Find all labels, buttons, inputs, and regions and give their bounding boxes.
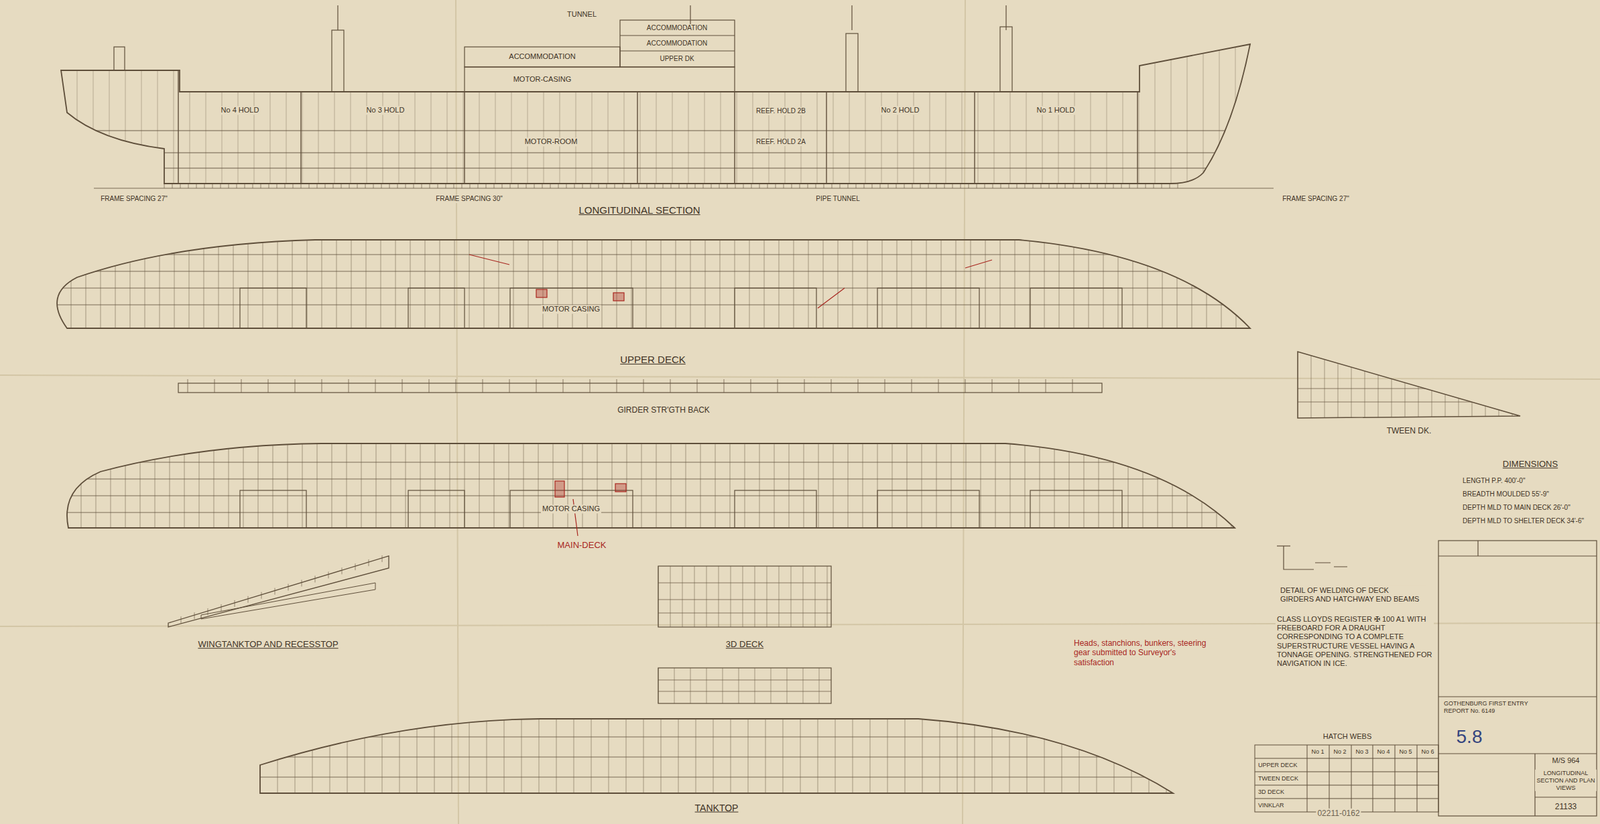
drawing-label: VINKLAR: [1256, 802, 1286, 810]
drawing-label: DEPTH MLD TO SHELTER DECK 34'-6": [1461, 517, 1586, 526]
longitudinal-lines: [658, 583, 832, 614]
drawing-label: MOTOR CASING: [540, 304, 602, 314]
drawing-label: LENGTH P.P. 400'-0": [1461, 477, 1527, 486]
drawing-label: TWEEN DK.: [1385, 426, 1434, 436]
detail-plans: [168, 348, 1522, 704]
drawing-label: MOTOR-CASING: [512, 75, 574, 84]
hatch-webs-table: [1254, 745, 1439, 813]
girder-strip: [178, 383, 1102, 393]
drawing-label: ACCOMMODATION: [645, 24, 709, 33]
drawing-label: TANKTOP: [693, 803, 741, 815]
longitudinal-lines: [1293, 388, 1522, 403]
third-deck-plan: [658, 566, 832, 704]
drawing-label: UPPER DECK: [1256, 762, 1300, 770]
drawing-label: Heads, stanchions, bunkers, steering gea…: [1072, 638, 1220, 668]
drawing-label: TWEEN DECK: [1256, 775, 1300, 783]
drawing-label: FRAME SPACING 27": [99, 195, 169, 204]
drawing-label: HATCH WEBS: [1321, 732, 1374, 742]
kingposts: [113, 26, 1013, 92]
frame-lines: [658, 668, 820, 704]
drawing-label: ACCOMMODATION: [645, 39, 709, 48]
drawing-label: No 3 HOLD: [365, 105, 407, 115]
drawing-label: 3D DECK: [724, 639, 765, 651]
longitudinal-lines: [658, 680, 832, 692]
drawing-label: MOTOR-ROOM: [523, 137, 580, 147]
hull-outline: [60, 44, 1251, 184]
wingtank-ticks: [180, 555, 383, 624]
bulkheads: [178, 40, 1138, 188]
drawing-label: LONGITUDINAL SECTION AND PLAN VIEWS: [1534, 770, 1597, 792]
red-annotation-line: [469, 254, 993, 309]
drawing-label: No 5: [1397, 748, 1413, 757]
drawing-label: ACCOMMODATION: [507, 52, 577, 61]
upper-deck-plan: [40, 234, 1254, 332]
drawing-label: TUNNEL: [565, 10, 598, 19]
superstructure: [464, 20, 735, 92]
main-deck-plan: [53, 439, 1241, 537]
drawing-label: DEPTH MLD TO MAIN DECK 26'-0": [1461, 504, 1572, 513]
tanktop-outline: [260, 719, 1174, 794]
drawing-label: FRAME SPACING 30": [434, 195, 505, 204]
drawing-label: UPPER DK: [658, 54, 696, 64]
drawing-label: MAIN-DECK: [556, 540, 608, 551]
drawing-label: No 1: [1309, 748, 1326, 757]
red-hatched-plates: [536, 289, 625, 301]
drawing-label: M/S 964: [1551, 756, 1582, 766]
red-hatched-plates: [555, 481, 627, 498]
longitudinal-section: [60, 5, 1274, 189]
frame-lines: [66, 439, 1232, 533]
drawing-label: BREADTH MOULDED 55'-9": [1461, 490, 1551, 499]
welding-detail-sketch: [1276, 546, 1348, 570]
frame-lines: [658, 566, 828, 628]
drawing-label: GOTHENBURG FIRST ENTRY REPORT No. 6149: [1442, 700, 1534, 716]
drawing-label: WINGTANKTOP AND RECESSTOP: [196, 639, 340, 651]
title-block: [1438, 540, 1597, 817]
frame-lines: [260, 713, 1167, 798]
hatch-openings: [239, 288, 1123, 329]
drawing-label: 3D DECK: [1256, 788, 1286, 797]
wingtank-outline: [168, 556, 389, 628]
drawing-label: DIMENSIONS: [1501, 459, 1560, 470]
tween-deck-outline: [1297, 351, 1521, 419]
drawing-label: PIPE TUNNEL: [814, 195, 861, 204]
drawing-label: No 4 HOLD: [219, 105, 261, 115]
drawing-label: No 4: [1375, 748, 1391, 757]
drawing-label: 5.8: [1455, 725, 1485, 749]
frame-lines: [56, 234, 1251, 332]
longitudinal-lines: [620, 35, 735, 51]
recess-outline: [201, 583, 376, 620]
drawing-label: 21133: [1553, 802, 1578, 812]
baseline: [93, 188, 1274, 190]
deck-outline: [67, 443, 1235, 529]
frame-lines: [1297, 348, 1513, 423]
longitudinal-lines: [53, 462, 1241, 513]
deck-outline: [56, 239, 1251, 329]
drawing-label: No 1 HOLD: [1035, 105, 1077, 115]
drawing-label: UPPER DECK: [618, 353, 688, 366]
tanktop-plan: [254, 713, 1180, 798]
drawing-label: 02211-0162: [1315, 809, 1361, 819]
longitudinal-lines: [60, 130, 1254, 169]
drawing-label: FRAME SPACING 27": [1280, 195, 1351, 204]
hatch-openings: [239, 490, 1123, 529]
drawing-label: DETAIL OF WELDING OF DECK GIRDERS AND HA…: [1278, 586, 1426, 604]
drawing-label: CLASS LLOYDS REGISTER ✠ 100 A1 WITH FREE…: [1275, 615, 1434, 669]
drawing-label: REEF. HOLD 2A: [754, 138, 808, 147]
longitudinal-lines: [40, 254, 1254, 305]
drawing-label: No 6: [1419, 748, 1436, 757]
frame-ticks: [164, 183, 1178, 189]
drawing-label: No 2: [1331, 748, 1348, 757]
drawing-label: LONGITUDINAL SECTION: [577, 204, 702, 217]
girder-ticks: [187, 379, 1073, 393]
drawing-label: MOTOR CASING: [540, 504, 602, 514]
drawing-label: REEF. HOLD 2B: [754, 107, 808, 116]
longitudinal-lines: [254, 737, 1180, 778]
drawing-label: No 3: [1354, 748, 1370, 757]
drawing-label: No 2 HOLD: [880, 105, 921, 115]
frame-lines: [60, 40, 1252, 188]
drawing-label: GIRDER STR'GTH BACK: [616, 405, 712, 415]
